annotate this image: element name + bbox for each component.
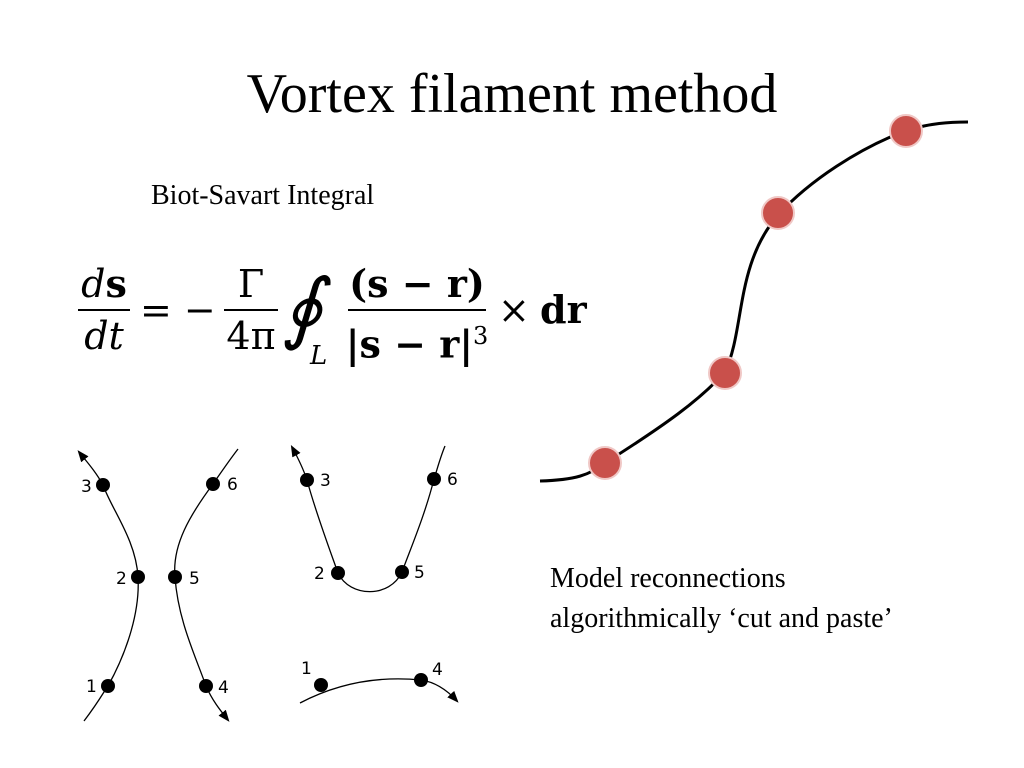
point-4-after xyxy=(414,673,428,687)
point-3-after xyxy=(300,473,314,487)
biot-savart-equation: ds dt = − Γ 4π ∮ L (s − r) |s − r|3 × dr xyxy=(78,255,618,371)
lhs-s: s xyxy=(105,261,127,306)
label-2-after: 2 xyxy=(314,564,325,584)
coefficient-fraction: Γ 4π xyxy=(224,261,278,359)
point-3 xyxy=(96,478,110,492)
point-5-after xyxy=(395,565,409,579)
lhs-fraction: ds dt xyxy=(78,261,130,359)
point-6-after xyxy=(427,472,441,486)
lhs-denominator: dt xyxy=(84,314,124,358)
point-1 xyxy=(101,679,115,693)
label-5-after: 5 xyxy=(414,563,425,583)
equation-heading: Biot-Savart Integral xyxy=(151,180,375,211)
dr-term: dr xyxy=(540,287,587,332)
caption-line-1: Model reconnections xyxy=(550,563,786,594)
point-2 xyxy=(131,570,145,584)
point-6 xyxy=(206,477,220,491)
cross-product: × xyxy=(498,288,530,332)
slide-title: Vortex filament method xyxy=(246,63,778,125)
filament-node xyxy=(588,446,622,480)
point-4 xyxy=(199,679,213,693)
four-pi: 4π xyxy=(226,314,276,358)
label-3-after: 3 xyxy=(320,471,331,491)
point-5 xyxy=(168,570,182,584)
caption-line-2: algorithmically ‘cut and paste’ xyxy=(550,603,893,634)
integrand-fraction: (s − r) |s − r|3 xyxy=(345,261,489,368)
equals-minus: = − xyxy=(140,288,216,332)
label-6: 6 xyxy=(227,475,238,495)
label-4: 4 xyxy=(218,678,229,698)
integrand-denominator: |s − r| xyxy=(345,321,474,367)
label-2: 2 xyxy=(116,569,127,589)
filament-after-lower xyxy=(299,678,459,704)
point-1-after xyxy=(314,678,328,692)
gamma: Γ xyxy=(237,262,265,306)
point-2-after xyxy=(331,566,345,580)
vortex-filament-curve xyxy=(539,120,969,483)
filament-node xyxy=(708,356,742,390)
label-5: 5 xyxy=(189,569,200,589)
contour-subscript: L xyxy=(310,341,328,371)
integrand-numerator: (s − r) xyxy=(349,261,485,306)
filament-node xyxy=(889,114,923,148)
reconnection-caption: Model reconnections algorithmically ‘cut… xyxy=(550,559,893,639)
lhs-d: d xyxy=(81,262,106,306)
contour-integral-sign: ∮ xyxy=(282,263,323,353)
filament-node xyxy=(761,196,795,230)
label-1-after: 1 xyxy=(301,659,312,679)
label-4-after: 4 xyxy=(432,660,443,680)
label-1: 1 xyxy=(86,677,97,697)
denominator-exponent: 3 xyxy=(473,322,489,350)
label-6-after: 6 xyxy=(447,470,458,490)
label-3: 3 xyxy=(81,477,92,497)
